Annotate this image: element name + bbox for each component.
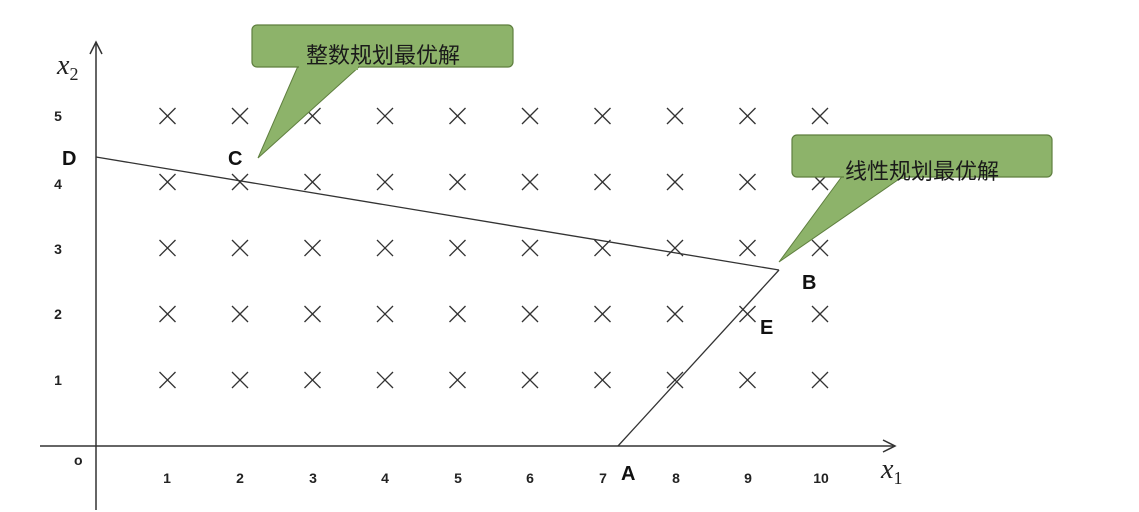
x-mark-icon	[376, 239, 394, 257]
x-mark-icon	[739, 173, 756, 191]
x-mark-icon	[521, 173, 539, 191]
y-axis-arrow-icon	[89, 40, 103, 55]
point-label-e: E	[760, 317, 773, 339]
x-tick-label: 1	[163, 470, 171, 486]
x-mark-icon	[376, 305, 394, 323]
constraint-line-ab	[617, 269, 780, 447]
callout-box	[251, 24, 514, 68]
x-mark-icon	[304, 239, 321, 257]
x-mark-icon	[739, 239, 756, 257]
x-mark-icon	[666, 305, 684, 323]
y-tick-label: 2	[54, 306, 62, 322]
x-mark-icon	[449, 173, 466, 191]
callout-text-linear: 线性规划最优解	[845, 160, 999, 185]
x-mark-icon	[231, 173, 249, 191]
x-mark-icon	[739, 371, 756, 389]
y-tick-label: 5	[54, 108, 62, 124]
x-mark-icon	[376, 371, 394, 389]
x-mark-icon	[304, 305, 321, 323]
y-tick-label: 1	[54, 372, 62, 388]
x-mark-icon	[304, 173, 321, 191]
x-mark-icon	[231, 305, 249, 323]
integer-lattice	[159, 107, 829, 389]
x-mark-icon	[594, 305, 611, 323]
x-tick-label: 8	[672, 470, 680, 486]
y-tick-labels: 1 2 3 4 5	[54, 108, 62, 388]
x-mark-icon	[811, 371, 829, 389]
x-tick-labels: 1 2 3 4 5 6 7 8 9 10	[163, 470, 829, 486]
x-mark-icon	[811, 107, 829, 125]
x-mark-icon	[231, 107, 249, 125]
callout-text-integer: 整数规划最优解	[306, 44, 460, 69]
point-label-b: B	[802, 272, 816, 294]
x-mark-icon	[594, 371, 611, 389]
x-tick-label: 2	[236, 470, 244, 486]
y-tick-label: 3	[54, 241, 62, 257]
x-tick-label: 6	[526, 470, 534, 486]
callout-pointer	[257, 65, 362, 159]
x-axis-label: x1	[880, 454, 902, 488]
x-mark-icon	[594, 239, 611, 257]
x-mark-icon	[159, 239, 176, 257]
x-mark-icon	[449, 107, 466, 125]
x-tick-label: 5	[454, 470, 462, 486]
x-tick-label: 3	[309, 470, 317, 486]
x-mark-icon	[304, 371, 321, 389]
x-tick-label: 9	[744, 470, 752, 486]
x-mark-icon	[449, 239, 466, 257]
point-label-d: D	[62, 148, 76, 170]
x-tick-label: 4	[381, 470, 389, 486]
x-mark-icon	[521, 107, 539, 125]
x-mark-icon	[159, 107, 176, 125]
x-mark-icon	[666, 107, 684, 125]
x-mark-icon	[521, 305, 539, 323]
x-mark-icon	[159, 173, 176, 191]
x-mark-icon	[666, 173, 684, 191]
x-tick-label: 10	[813, 470, 829, 486]
x-mark-icon	[594, 107, 611, 125]
x-mark-icon	[449, 371, 466, 389]
point-label-a: A	[621, 463, 635, 485]
point-label-c: C	[228, 148, 242, 170]
x-mark-icon	[739, 107, 756, 125]
callout-linear-optimum: 线性规划最优解	[778, 134, 1053, 263]
x-mark-icon	[666, 371, 684, 389]
x-mark-icon	[594, 173, 611, 191]
x-mark-icon	[811, 305, 829, 323]
x-mark-icon	[159, 371, 176, 389]
x-mark-icon	[231, 371, 249, 389]
x-mark-icon	[521, 239, 539, 257]
constraint-line-db	[95, 156, 780, 271]
x-tick-label: 7	[599, 470, 607, 486]
x-mark-icon	[811, 239, 829, 257]
x-mark-icon	[449, 305, 466, 323]
origin-label: o	[74, 452, 83, 468]
y-tick-label: 4	[54, 176, 62, 192]
y-axis-label: x2	[56, 50, 78, 84]
x-mark-icon	[739, 305, 756, 323]
callout-integer-optimum: 整数规划最优解	[251, 24, 514, 159]
callout-pointer	[778, 174, 907, 263]
x-mark-icon	[231, 239, 249, 257]
x-mark-icon	[376, 173, 394, 191]
x-axis-arrow-icon	[882, 439, 897, 453]
x-mark-icon	[159, 305, 176, 323]
x-mark-icon	[521, 371, 539, 389]
x-mark-icon	[376, 107, 394, 125]
callout-box	[791, 134, 1053, 178]
